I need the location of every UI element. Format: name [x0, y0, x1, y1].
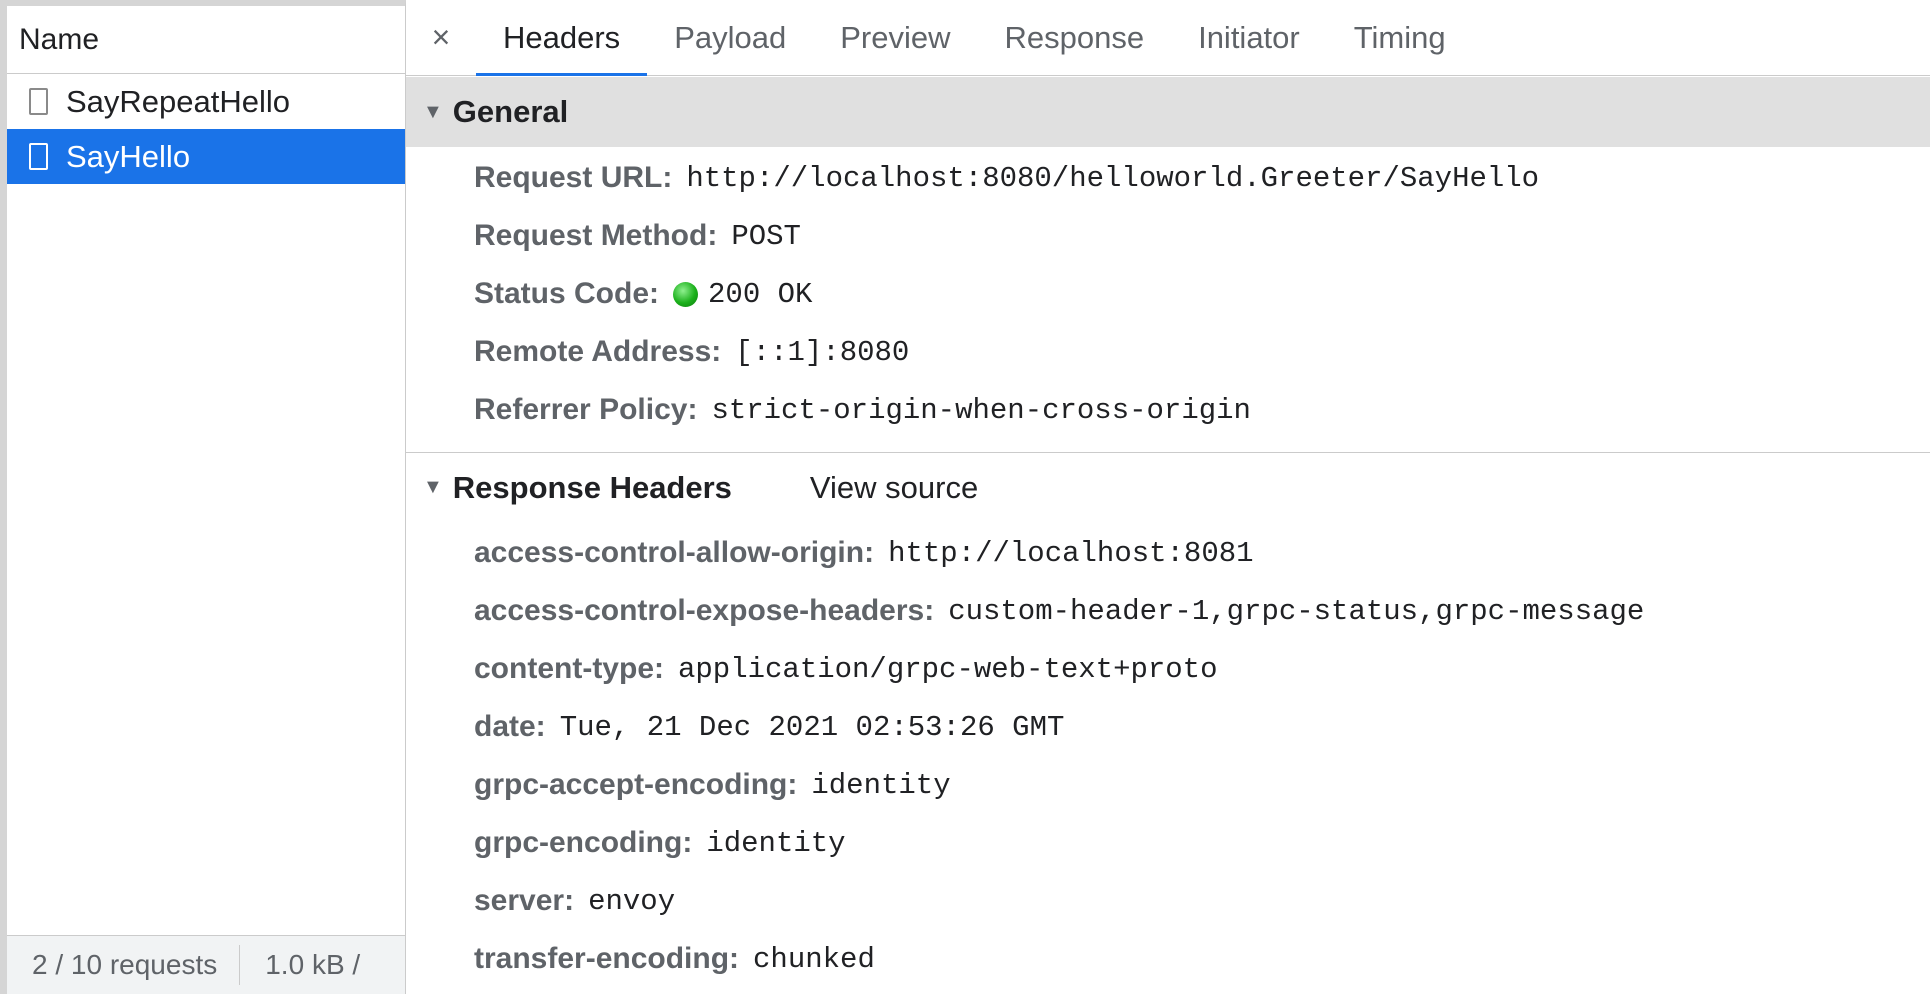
response-header-row: grpc-accept-encoding: identity — [474, 765, 951, 805]
request-item-sayhello[interactable]: SayHello — [7, 129, 405, 184]
tab-initiator[interactable]: Initiator — [1198, 19, 1300, 55]
header-value: POST — [731, 219, 801, 253]
header-key: Status Code: — [474, 277, 660, 310]
header-value: strict-origin-when-cross-origin — [711, 393, 1251, 427]
general-row-request-url: Request URL: http://localhost:8080/hello… — [474, 158, 1539, 198]
header-key: grpc-encoding: — [474, 826, 693, 859]
general-section-header[interactable]: ▼ General — [406, 77, 1930, 147]
close-icon[interactable]: × — [431, 19, 451, 55]
general-row-status-code: Status Code: 200 OK — [474, 274, 812, 314]
header-value: identity — [811, 768, 951, 802]
document-icon — [29, 88, 48, 115]
tab-payload[interactable]: Payload — [674, 19, 787, 55]
tab-timing[interactable]: Timing — [1353, 19, 1446, 55]
response-headers-title: Response Headers — [452, 469, 732, 505]
header-key: transfer-encoding: — [474, 942, 740, 975]
triangle-down-icon: ▼ — [423, 476, 443, 498]
view-source-link[interactable]: View source — [809, 469, 979, 505]
response-header-row: access-control-allow-origin: http://loca… — [474, 533, 1254, 573]
detail-tabbar: × Headers Payload Preview Response Initi… — [406, 0, 1930, 76]
request-name: SayHello — [66, 138, 191, 174]
header-key: Referrer Policy: — [474, 393, 698, 426]
general-row-request-method: Request Method: POST — [474, 216, 801, 256]
header-key: server: — [474, 884, 575, 917]
header-value: custom-header-1,grpc-status,grpc-message — [948, 594, 1645, 628]
request-item-sayrepeathello[interactable]: SayRepeatHello — [7, 74, 405, 129]
status-ok-icon — [673, 281, 699, 307]
tab-response[interactable]: Response — [1004, 19, 1145, 55]
request-details-panel: × Headers Payload Preview Response Initi… — [406, 0, 1930, 994]
response-headers-section-header[interactable]: ▼ Response Headers View source — [406, 452, 1930, 522]
header-value: identity — [706, 826, 846, 860]
header-key: content-type: — [474, 652, 664, 685]
response-header-row: transfer-encoding: chunked — [474, 939, 875, 979]
status-divider — [239, 945, 241, 985]
header-value: 200 OK — [708, 277, 813, 311]
header-key: access-control-allow-origin: — [474, 536, 875, 569]
document-icon — [29, 143, 48, 170]
header-value: Tue, 21 Dec 2021 02:53:26 GMT — [559, 710, 1065, 744]
header-value: application/grpc-web-text+proto — [678, 652, 1218, 686]
general-row-referrer-policy: Referrer Policy: strict-origin-when-cros… — [474, 390, 1251, 430]
tab-preview[interactable]: Preview — [840, 19, 951, 55]
response-header-row: grpc-encoding: identity — [474, 823, 846, 863]
header-value: [::1]:8080 — [735, 335, 910, 369]
general-row-remote-address: Remote Address: [::1]:8080 — [474, 332, 909, 372]
header-value: http://localhost:8080/helloworld.Greeter… — [686, 161, 1540, 195]
header-key: Remote Address: — [474, 335, 722, 368]
header-value: http://localhost:8081 — [888, 536, 1254, 570]
request-count: 2 / 10 requests — [32, 949, 218, 980]
triangle-down-icon: ▼ — [423, 100, 443, 123]
response-header-row: content-type: application/grpc-web-text+… — [474, 649, 1218, 689]
response-header-row: access-control-expose-headers: custom-he… — [474, 591, 1644, 631]
header-value: envoy — [588, 884, 676, 918]
transferred-size: 1.0 kB / — [265, 949, 361, 980]
response-header-row: server: envoy — [474, 881, 675, 921]
general-title: General — [452, 94, 569, 129]
header-key: access-control-expose-headers: — [474, 594, 935, 627]
request-name: SayRepeatHello — [66, 83, 291, 119]
name-column-header[interactable]: Name — [7, 6, 405, 74]
header-key: grpc-accept-encoding: — [474, 768, 798, 801]
header-key: Request URL: — [474, 161, 673, 194]
network-status-bar: 2 / 10 requests 1.0 kB / — [7, 935, 405, 994]
header-key: date: — [474, 710, 546, 743]
header-key: Request Method: — [474, 219, 718, 252]
response-header-row: date: Tue, 21 Dec 2021 02:53:26 GMT — [474, 707, 1064, 747]
requests-panel: Name SayRepeatHello SayHello 2 / 10 requ… — [0, 0, 406, 994]
header-value: chunked — [753, 942, 875, 976]
tab-headers[interactable]: Headers — [476, 0, 648, 76]
